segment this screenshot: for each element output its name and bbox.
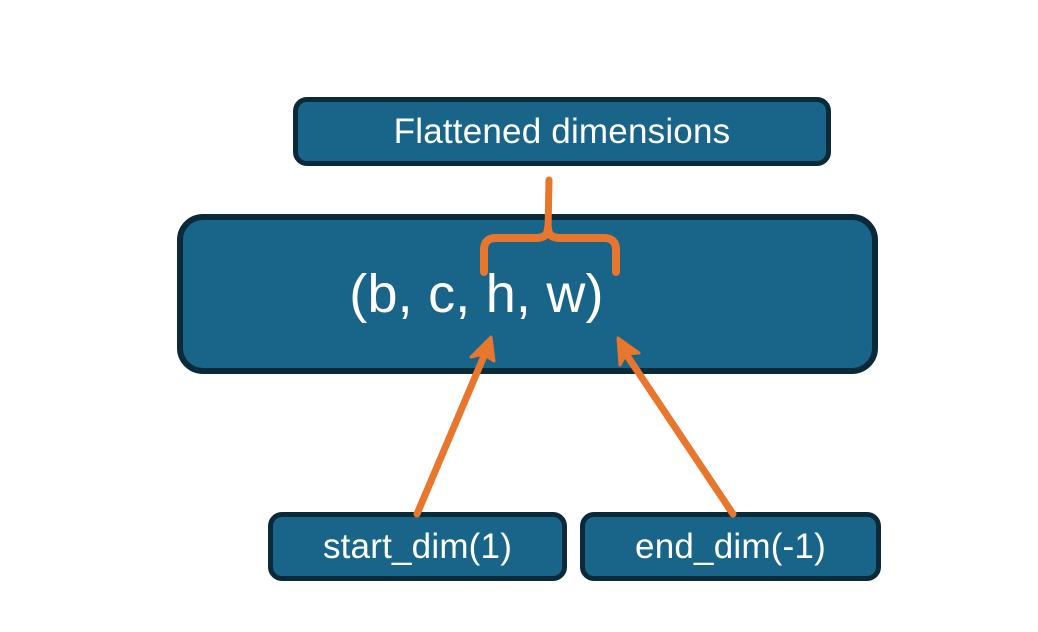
node-end-dim[interactable]: end_dim(-1)	[580, 512, 881, 581]
node-tensor-shape[interactable]: (b, c, h, w)	[177, 214, 878, 374]
node-start-dim-label: start_dim(1)	[322, 527, 513, 566]
node-tensor-shape-label: (b, c, h, w)	[349, 264, 604, 324]
node-start-dim[interactable]: start_dim(1)	[268, 512, 567, 581]
node-flattened-dimensions[interactable]: Flattened dimensions	[293, 97, 831, 166]
node-flattened-dimensions-label: Flattened dimensions	[393, 112, 731, 151]
node-end-dim-label: end_dim(-1)	[635, 527, 826, 566]
